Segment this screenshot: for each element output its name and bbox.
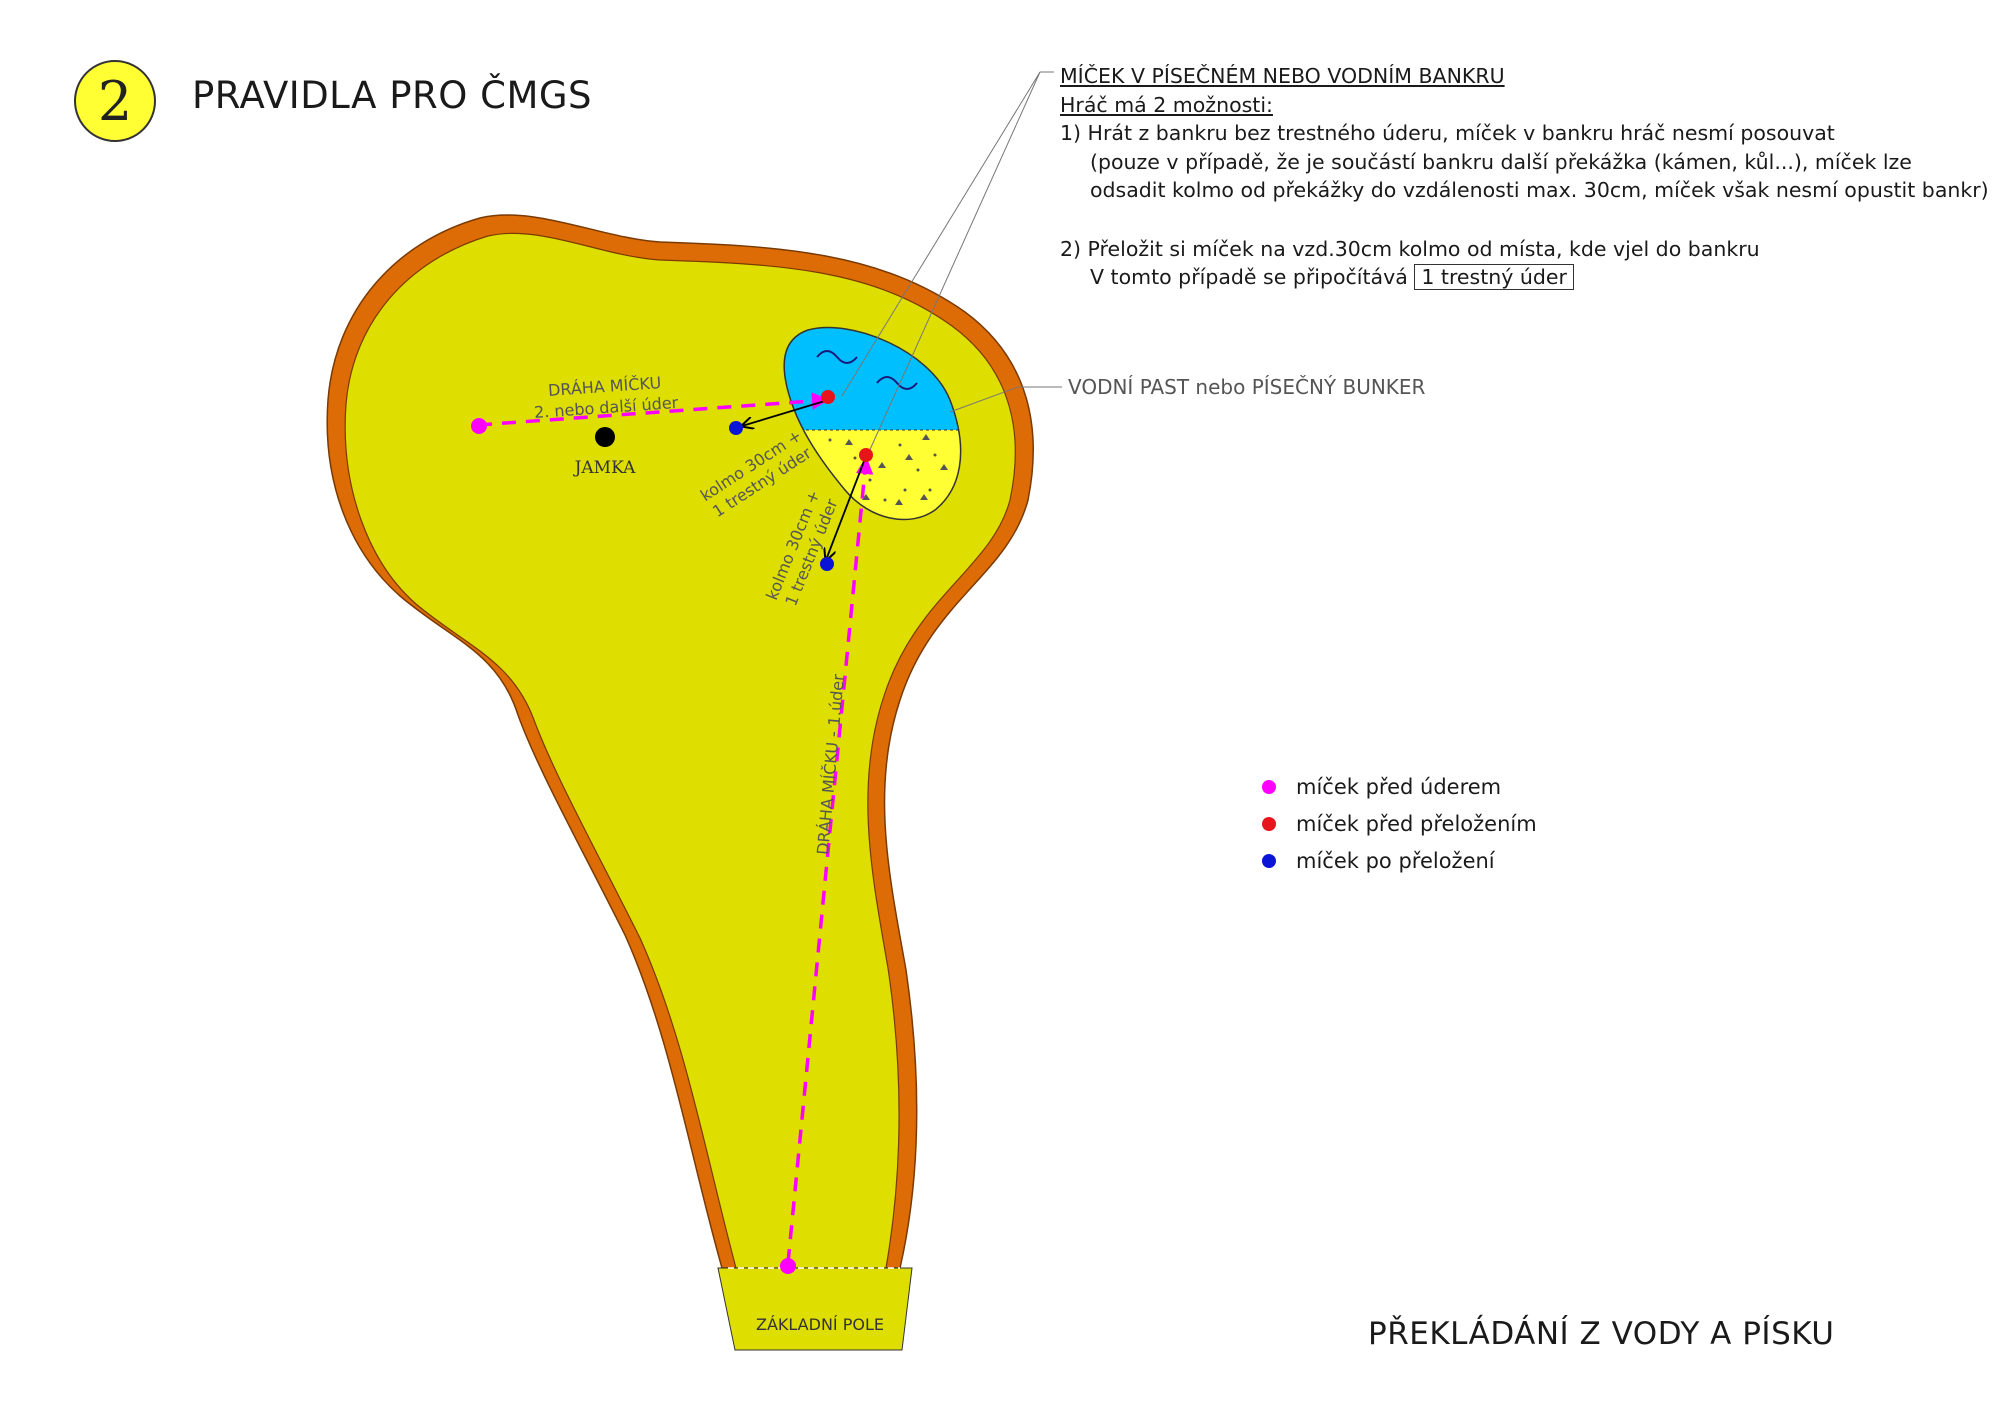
ball-before-stroke-start xyxy=(780,1258,796,1274)
hole-label: JAMKA xyxy=(573,458,637,478)
legend-item: míček po přeložení xyxy=(1262,842,1537,879)
rules-text: MÍČEK V PÍSEČNÉM NEBO VODNÍM BANKRU Hráč… xyxy=(1060,62,1989,292)
legend-dot-icon xyxy=(1262,816,1276,831)
option2-line2-wrap: V tomto případě se připočítává 1 trestný… xyxy=(1060,263,1989,292)
legend-label: míček po přeložení xyxy=(1296,848,1495,873)
option2-line1: 2) Přeložit si míček na vzd.30cm kolmo o… xyxy=(1060,236,1760,261)
legend-dot-icon xyxy=(1262,779,1276,794)
ball-before-stroke-second xyxy=(471,418,487,434)
option1-line3: odsadit kolmo od překážky do vzdálenosti… xyxy=(1090,178,1989,202)
ball-after-drop-sand xyxy=(820,557,834,571)
legend-label: míček před úderem xyxy=(1296,774,1502,799)
hole xyxy=(595,427,615,447)
rules-heading: MÍČEK V PÍSEČNÉM NEBO VODNÍM BANKRU xyxy=(1060,64,1505,88)
legend-dot-icon xyxy=(1262,853,1276,868)
rule-number-badge: 2 xyxy=(74,60,156,142)
legend: míček před úderem míček před přeložením mí… xyxy=(1262,768,1537,879)
option2-line2: V tomto případě se připočítává xyxy=(1090,265,1408,289)
legend-item: míček před úderem xyxy=(1262,768,1537,805)
path-next-stroke xyxy=(477,392,830,427)
penalty-box: 1 trestný úder xyxy=(1414,264,1574,290)
option1-line1: 1) Hrát z bankru bez trestného úderu, mí… xyxy=(1060,121,1835,145)
rules-subheading: Hráč má 2 možnosti: xyxy=(1060,92,1273,117)
ball-before-drop-sand xyxy=(859,448,873,462)
page-title: PRAVIDLA PRO ČMGS xyxy=(192,74,593,117)
ball-before-drop-water xyxy=(821,390,835,404)
wave-icon xyxy=(876,376,918,390)
drop-arrow-water xyxy=(742,399,829,426)
base-field xyxy=(717,1267,913,1351)
footer-caption: PŘEKLÁDÁNÍ Z VODY A PÍSKU xyxy=(1368,1316,1835,1352)
legend-item: míček před přeložením xyxy=(1262,805,1537,842)
drop-arrow-sand xyxy=(826,455,867,560)
option1-line2: (pouze v případě, že je součástí bankru … xyxy=(1090,149,1912,174)
ball-after-drop-water xyxy=(729,421,743,435)
hazard-label: VODNÍ PAST nebo PÍSEČNÝ BUNKER xyxy=(1068,375,1426,399)
wave-icon xyxy=(816,350,858,364)
base-field-label: ZÁKLADNÍ POLE xyxy=(756,1315,884,1334)
rule-number: 2 xyxy=(97,69,133,133)
path-first-stroke xyxy=(786,456,874,1264)
legend-label: míček před přeložením xyxy=(1296,811,1537,836)
